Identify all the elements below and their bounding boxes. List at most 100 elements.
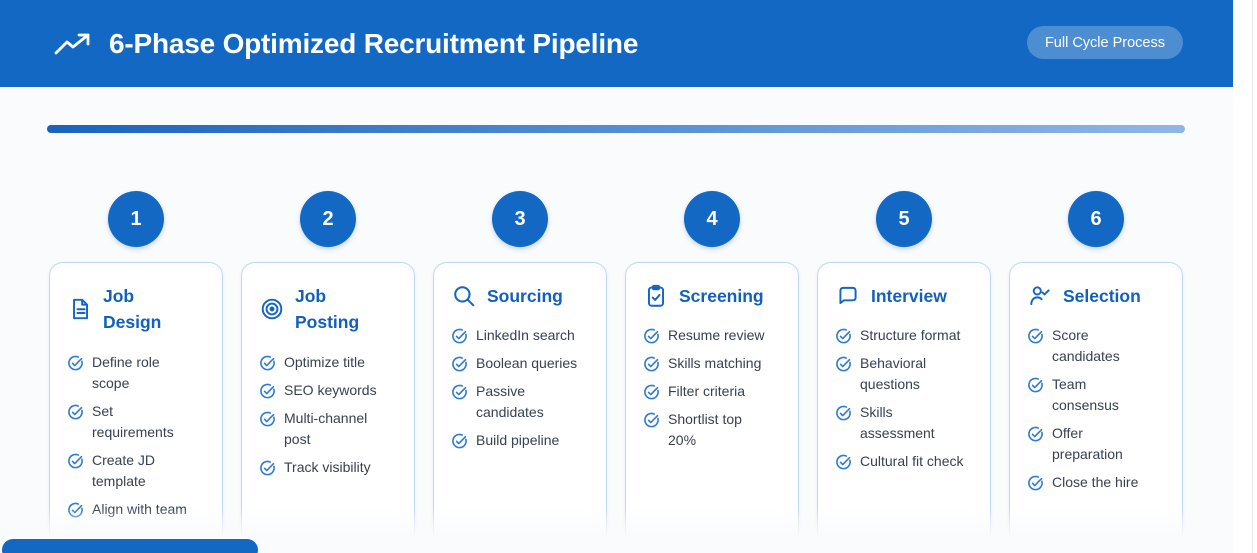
target-icon (259, 296, 285, 322)
phase-5-marker: 5 (817, 191, 991, 247)
checklist-item-label: Cultural fit check (860, 453, 964, 470)
chat-bubble-icon (835, 283, 861, 309)
checklist-item: SEO keywords (259, 380, 398, 401)
checklist-item: Score candidates (1027, 325, 1166, 367)
checklist-item-label: SEO keywords (284, 381, 377, 398)
checklist-item: Align with team (67, 499, 206, 520)
checklist: LinkedIn search Boolean queries Passive … (451, 325, 590, 451)
check-circle-icon (259, 382, 276, 399)
check-circle-icon (451, 432, 468, 449)
check-circle-icon (835, 404, 852, 421)
card-header: Screening (643, 283, 782, 309)
phase-card-job-design: Job Design Define role scope Set require… (49, 262, 223, 553)
checklist-item: Boolean queries (451, 353, 590, 374)
phase-3-marker: 3 (433, 191, 607, 247)
check-circle-icon (259, 459, 276, 476)
phase-4-marker: 4 (625, 191, 799, 247)
checklist-item: Close the hire (1027, 472, 1166, 493)
checklist-item-label: LinkedIn search (476, 327, 575, 344)
checklist-item: Skills matching (643, 353, 782, 374)
checklist-item-label: Set requirements (92, 402, 174, 440)
checklist-item-label: Offer preparation (1052, 425, 1123, 463)
phase-title: Screening (679, 286, 764, 306)
check-circle-icon (67, 403, 84, 420)
phase-card-sourcing: Sourcing LinkedIn search Boolean queries… (433, 262, 607, 553)
phase-number-circle: 1 (108, 191, 164, 247)
check-circle-icon (451, 355, 468, 372)
phase-title: Job Posting (295, 286, 360, 333)
checklist: Define role scope Set requirements Creat… (67, 352, 206, 520)
check-circle-icon (1027, 425, 1044, 442)
checklist-item-label: Shortlist top 20% (668, 411, 742, 449)
check-circle-icon (1027, 327, 1044, 344)
person-check-icon (1027, 283, 1053, 309)
phase-number-row: 1 2 3 4 5 6 (49, 191, 1183, 247)
checklist-item: Define role scope (67, 352, 206, 394)
checklist-item: Passive candidates (451, 381, 590, 423)
checklist-item: LinkedIn search (451, 325, 590, 346)
check-circle-icon (451, 383, 468, 400)
check-circle-icon (643, 383, 660, 400)
checklist-item-label: Multi-channel post (284, 409, 368, 447)
phase-6-marker: 6 (1009, 191, 1183, 247)
checklist-item: Team consensus (1027, 374, 1166, 416)
timeline-progress-bar (47, 125, 1185, 133)
header-bar: 6-Phase Optimized Recruitment Pipeline F… (0, 0, 1233, 87)
checklist-item: Create JD template (67, 450, 206, 492)
check-circle-icon (67, 501, 84, 518)
checklist-item: Filter criteria (643, 381, 782, 402)
check-circle-icon (67, 452, 84, 469)
full-cycle-process-badge[interactable]: Full Cycle Process (1026, 26, 1183, 59)
checklist-item: Cultural fit check (835, 451, 974, 472)
phase-number-circle: 2 (300, 191, 356, 247)
check-circle-icon (67, 354, 84, 371)
check-circle-icon (835, 327, 852, 344)
checklist-item: Offer preparation (1027, 423, 1166, 465)
check-circle-icon (643, 327, 660, 344)
page-title: 6-Phase Optimized Recruitment Pipeline (109, 27, 639, 59)
phase-title: Sourcing (487, 286, 563, 306)
phase-cards-row: Job Design Define role scope Set require… (49, 262, 1183, 553)
phase-card-selection: Selection Score candidates Team consensu… (1009, 262, 1183, 553)
checklist-item: Behavioral questions (835, 353, 974, 395)
phase-card-interview: Interview Structure format Behavioral qu… (817, 262, 991, 553)
phase-2-marker: 2 (241, 191, 415, 247)
checklist-item-label: Boolean queries (476, 355, 578, 372)
checklist-item-label: Define role scope (92, 353, 160, 391)
checklist-item: Set requirements (67, 401, 206, 443)
phase-1-marker: 1 (49, 191, 223, 247)
checklist-item-label: Passive candidates (476, 383, 544, 421)
phase-title: Selection (1063, 286, 1141, 306)
bottom-partial-bar (2, 539, 258, 553)
checklist-item-label: Create JD template (92, 451, 156, 489)
trending-up-icon (53, 30, 93, 58)
checklist-item-label: Behavioral questions (860, 355, 927, 393)
checklist-item: Structure format (835, 325, 974, 346)
checklist-item-label: Optimize title (284, 353, 365, 370)
checklist-item-label: Close the hire (1052, 474, 1139, 491)
checklist-item: Resume review (643, 325, 782, 346)
checklist-item: Multi-channel post (259, 408, 398, 450)
check-circle-icon (259, 410, 276, 427)
checklist-item: Track visibility (259, 457, 398, 478)
phase-title: Interview (871, 286, 947, 306)
check-circle-icon (1027, 376, 1044, 393)
checklist-item-label: Track visibility (284, 458, 371, 475)
document-icon (67, 296, 93, 322)
checklist: Resume review Skills matching Filter cri… (643, 325, 782, 451)
checklist-item: Build pipeline (451, 430, 590, 451)
check-circle-icon (1027, 474, 1044, 491)
card-header: Job Design (67, 283, 206, 336)
phase-number-circle: 6 (1068, 191, 1124, 247)
checklist-item-label: Skills matching (668, 355, 762, 372)
phase-title: Job Design (103, 286, 162, 333)
phase-card-job-posting: Job Posting Optimize title SEO keywords … (241, 262, 415, 553)
checklist-item: Shortlist top 20% (643, 409, 782, 451)
checklist-item-label: Structure format (860, 327, 961, 344)
card-header: Interview (835, 283, 974, 309)
phase-number-circle: 5 (876, 191, 932, 247)
checklist-item: Skills assessment (835, 402, 974, 444)
check-circle-icon (643, 411, 660, 428)
check-circle-icon (259, 354, 276, 371)
